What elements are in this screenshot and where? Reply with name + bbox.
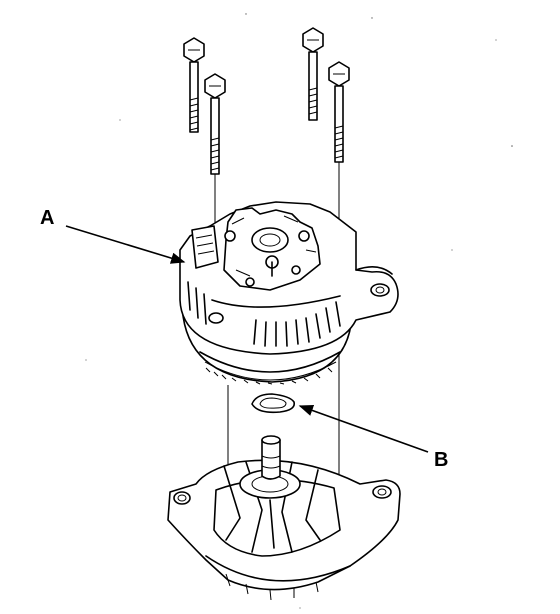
through-bolt-3 xyxy=(302,27,324,121)
scan-noise xyxy=(85,13,513,609)
through-bolts xyxy=(183,27,350,175)
rear-housing-assembly xyxy=(179,201,399,385)
front-housing-assembly xyxy=(167,435,401,601)
through-bolt-1 xyxy=(183,37,205,133)
callout-b-label: B xyxy=(434,449,448,471)
seal-b xyxy=(251,393,296,414)
callout-a-arrow xyxy=(65,225,186,264)
through-bolt-2 xyxy=(204,73,226,175)
callout-b-arrow xyxy=(298,404,429,453)
callout-a: A xyxy=(40,207,186,264)
vent-slots xyxy=(187,281,341,347)
through-bolt-4 xyxy=(328,61,350,163)
callout-a-label: A xyxy=(40,207,54,229)
callout-b: B xyxy=(298,404,448,471)
